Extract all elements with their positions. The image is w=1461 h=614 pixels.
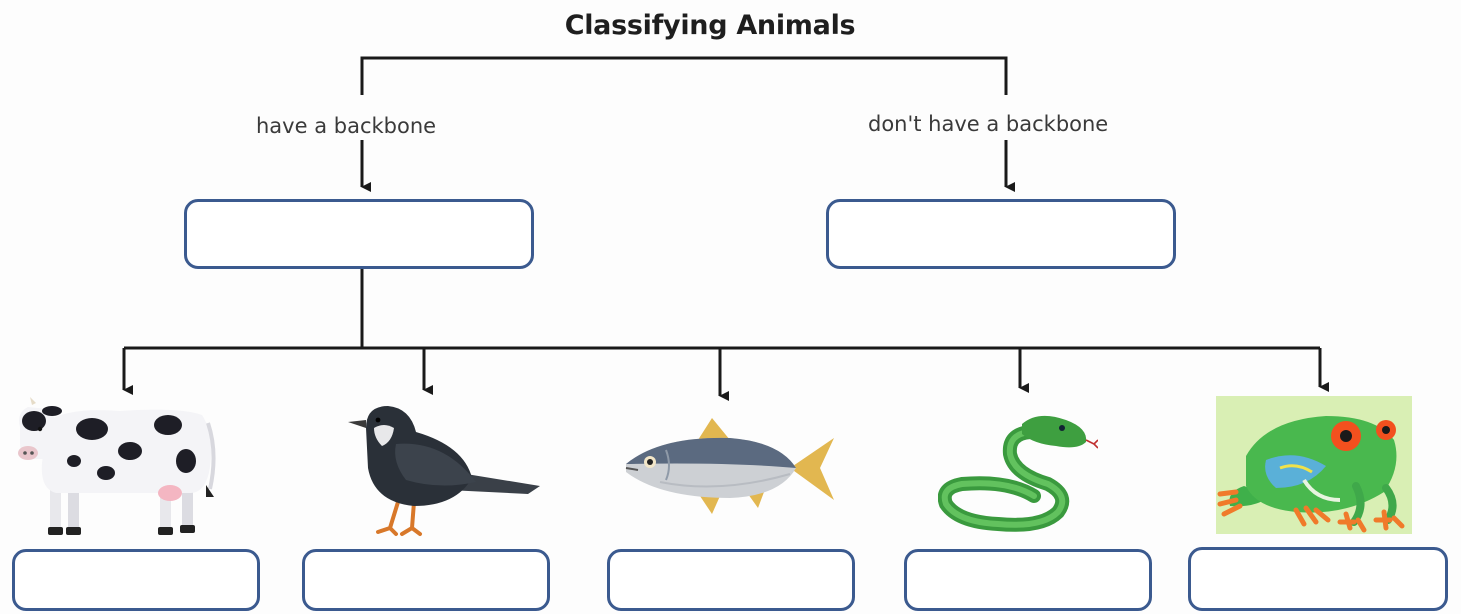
invertebrates-answer-box[interactable] bbox=[826, 199, 1176, 269]
frog-answer-box[interactable] bbox=[1188, 547, 1448, 611]
bird-icon bbox=[348, 406, 540, 536]
snake-answer-box[interactable] bbox=[904, 549, 1152, 611]
snake-icon bbox=[938, 415, 1098, 532]
fish-icon bbox=[625, 418, 834, 514]
fish-answer-box[interactable] bbox=[607, 549, 855, 611]
cow-answer-box[interactable] bbox=[12, 549, 260, 611]
top-bracket-line bbox=[360, 56, 1008, 95]
bird-answer-box[interactable] bbox=[302, 549, 550, 611]
frog-icon bbox=[1216, 396, 1412, 534]
branch-label-no-backbone: don't have a backbone bbox=[864, 112, 1113, 136]
cow-icon bbox=[18, 397, 216, 535]
branch-label-backbone: have a backbone bbox=[252, 114, 441, 138]
vertebrates-answer-box[interactable] bbox=[184, 199, 534, 269]
diagram-title: Classifying Animals bbox=[564, 10, 856, 41]
